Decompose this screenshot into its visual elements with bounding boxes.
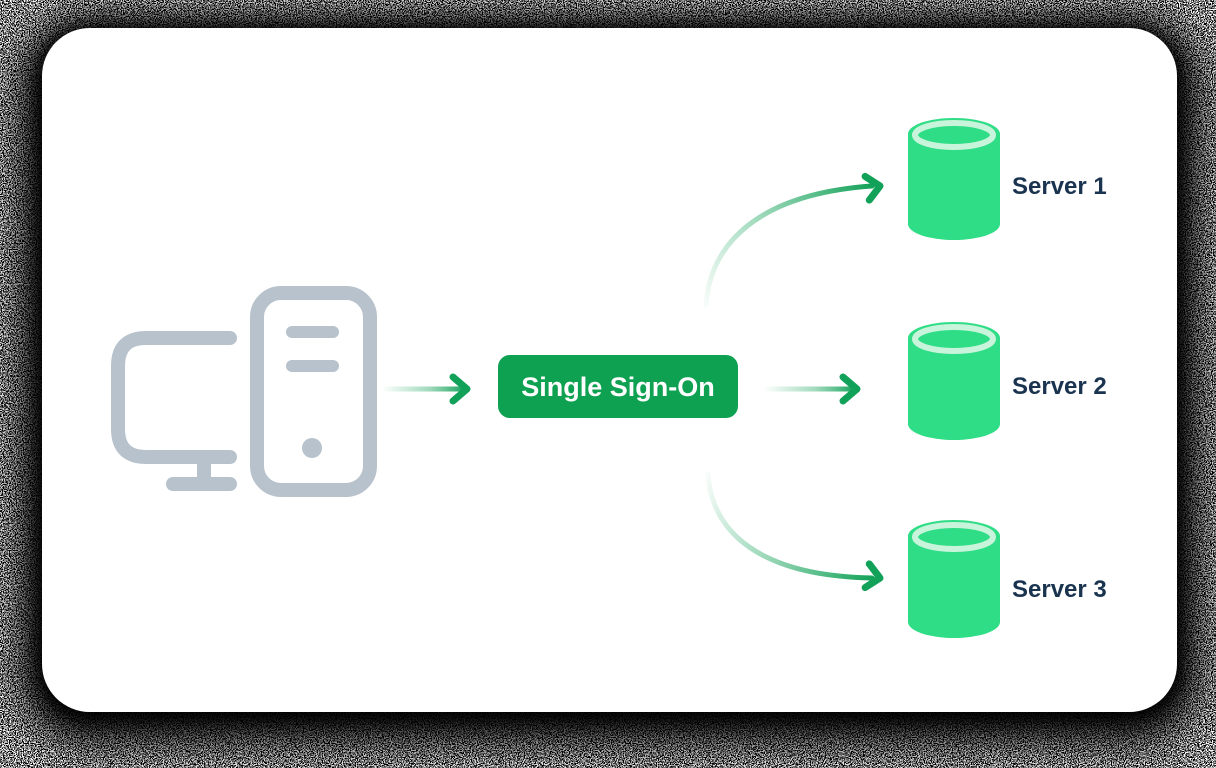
- server-1-label: Server 1: [1012, 173, 1107, 200]
- arrow-sso-to-server2-icon: [765, 373, 861, 405]
- database-icon: [908, 520, 1000, 638]
- tower-outline: [250, 286, 377, 497]
- sso-label: Single Sign-On: [521, 372, 715, 402]
- server-3: Server 3: [908, 520, 1107, 638]
- diagram-card: Single Sign-On: [42, 28, 1177, 712]
- arrow-sso-to-server1-icon: [703, 172, 884, 308]
- desktop-computer-icon: [111, 286, 377, 497]
- tower-power-dot: [302, 438, 322, 458]
- server-2: Server 2: [908, 322, 1107, 440]
- arrow-client-to-sso-icon: [383, 373, 471, 405]
- database-icon: [908, 322, 1000, 440]
- sso-badge: Single Sign-On: [498, 355, 738, 418]
- monitor-outline: [111, 331, 237, 464]
- arrow-sso-to-server3-icon: [705, 471, 884, 592]
- database-icon: [908, 118, 1000, 240]
- server-2-label: Server 2: [1012, 373, 1107, 400]
- server-1: Server 1: [908, 118, 1107, 240]
- server-3-label: Server 3: [1012, 576, 1107, 603]
